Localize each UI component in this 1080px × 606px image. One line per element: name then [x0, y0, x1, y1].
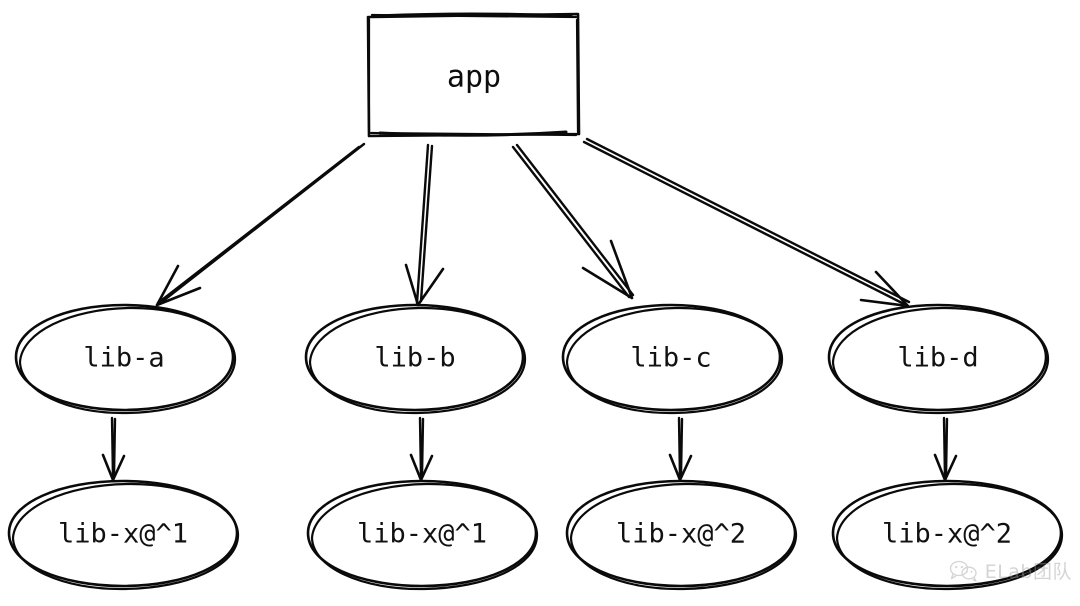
node-lib-x-1-b[interactable]: lib-x@^1: [306, 479, 539, 591]
arrowhead-icon: [409, 453, 434, 482]
lib-x-1-b-ellipse-second-pass: [310, 482, 539, 591]
arrowhead-icon: [859, 270, 910, 308]
node-lib-a[interactable]: lib-a: [14, 303, 237, 415]
node-lib-d[interactable]: lib-d: [827, 303, 1050, 415]
edge-lib-a-to-lib-x-1: [101, 416, 126, 482]
app-box-bottom-overstroke: [378, 130, 568, 137]
app-label: app: [447, 60, 501, 95]
node-lib-b[interactable]: lib-b: [304, 303, 527, 415]
edge-line: [511, 145, 631, 299]
lib-x-2-d-label: lib-x@^2: [882, 519, 1012, 550]
edge-line-second-pass: [679, 417, 684, 478]
edge-line: [942, 416, 947, 480]
app-box-outline-second-pass: [367, 13, 580, 137]
lib-b-label: lib-b: [374, 343, 455, 374]
edge-line-second-pass: [585, 137, 911, 304]
edge-line-second-pass: [161, 142, 366, 303]
arrowhead-icon: [668, 453, 693, 482]
edge-line-second-pass: [112, 417, 117, 478]
node-app[interactable]: app: [366, 12, 581, 138]
lib-x-1-a-label: lib-x@^1: [58, 519, 188, 550]
lib-a-ellipse: [14, 303, 235, 412]
lib-x-1-b-label: lib-x@^1: [357, 519, 487, 550]
edge-line: [582, 140, 908, 307]
lib-c-label: lib-c: [630, 343, 711, 374]
edge-line: [415, 143, 430, 305]
edge-app-to-lib-c: [511, 143, 635, 300]
arrowhead-icon: [404, 263, 445, 307]
lib-x-2-c-ellipse-second-pass: [569, 482, 798, 591]
lib-c-ellipse: [561, 303, 782, 412]
lib-d-ellipse-second-pass: [831, 306, 1050, 415]
node-lib-x-1-a[interactable]: lib-x@^1: [7, 479, 240, 591]
lib-a-label: lib-a: [83, 343, 164, 374]
lib-b-ellipse: [304, 303, 525, 412]
lib-c-ellipse-second-pass: [565, 306, 784, 415]
edge-line-second-pass: [515, 143, 635, 297]
edge-line-second-pass: [419, 144, 434, 303]
edge-app-to-lib-a: [155, 142, 366, 307]
arrowhead-icon: [101, 453, 126, 482]
node-lib-x-2-d[interactable]: lib-x@^2: [831, 479, 1064, 591]
edge-line-second-pass: [420, 417, 425, 478]
edge-line: [677, 416, 682, 480]
lib-d-label: lib-d: [897, 343, 978, 374]
lib-b-ellipse-second-pass: [308, 306, 527, 415]
lib-x-2-d-ellipse-second-pass: [835, 482, 1064, 591]
arrowhead-icon: [933, 453, 958, 482]
app-box-top-overstroke: [374, 12, 573, 18]
node-lib-x-2-c[interactable]: lib-x@^2: [565, 479, 798, 591]
edge-lib-c-to-lib-x-2: [668, 416, 693, 482]
edge-app-to-lib-b: [404, 143, 445, 307]
lib-a-ellipse-second-pass: [18, 306, 237, 415]
edge-line-second-pass: [944, 417, 949, 478]
lib-d-ellipse: [827, 303, 1048, 412]
edge-app-to-lib-d: [582, 137, 911, 308]
edge-lib-b-to-lib-x-1: [409, 416, 434, 482]
edge-line: [418, 416, 423, 480]
edge-line: [110, 416, 115, 480]
arrowhead-icon: [155, 264, 202, 307]
lib-x-1-a-ellipse-second-pass: [11, 482, 240, 591]
node-lib-c[interactable]: lib-c: [561, 303, 784, 415]
edge-lib-d-to-lib-x-2: [933, 416, 958, 482]
arrowhead-icon: [581, 239, 634, 300]
lib-x-2-c-label: lib-x@^2: [616, 519, 746, 550]
